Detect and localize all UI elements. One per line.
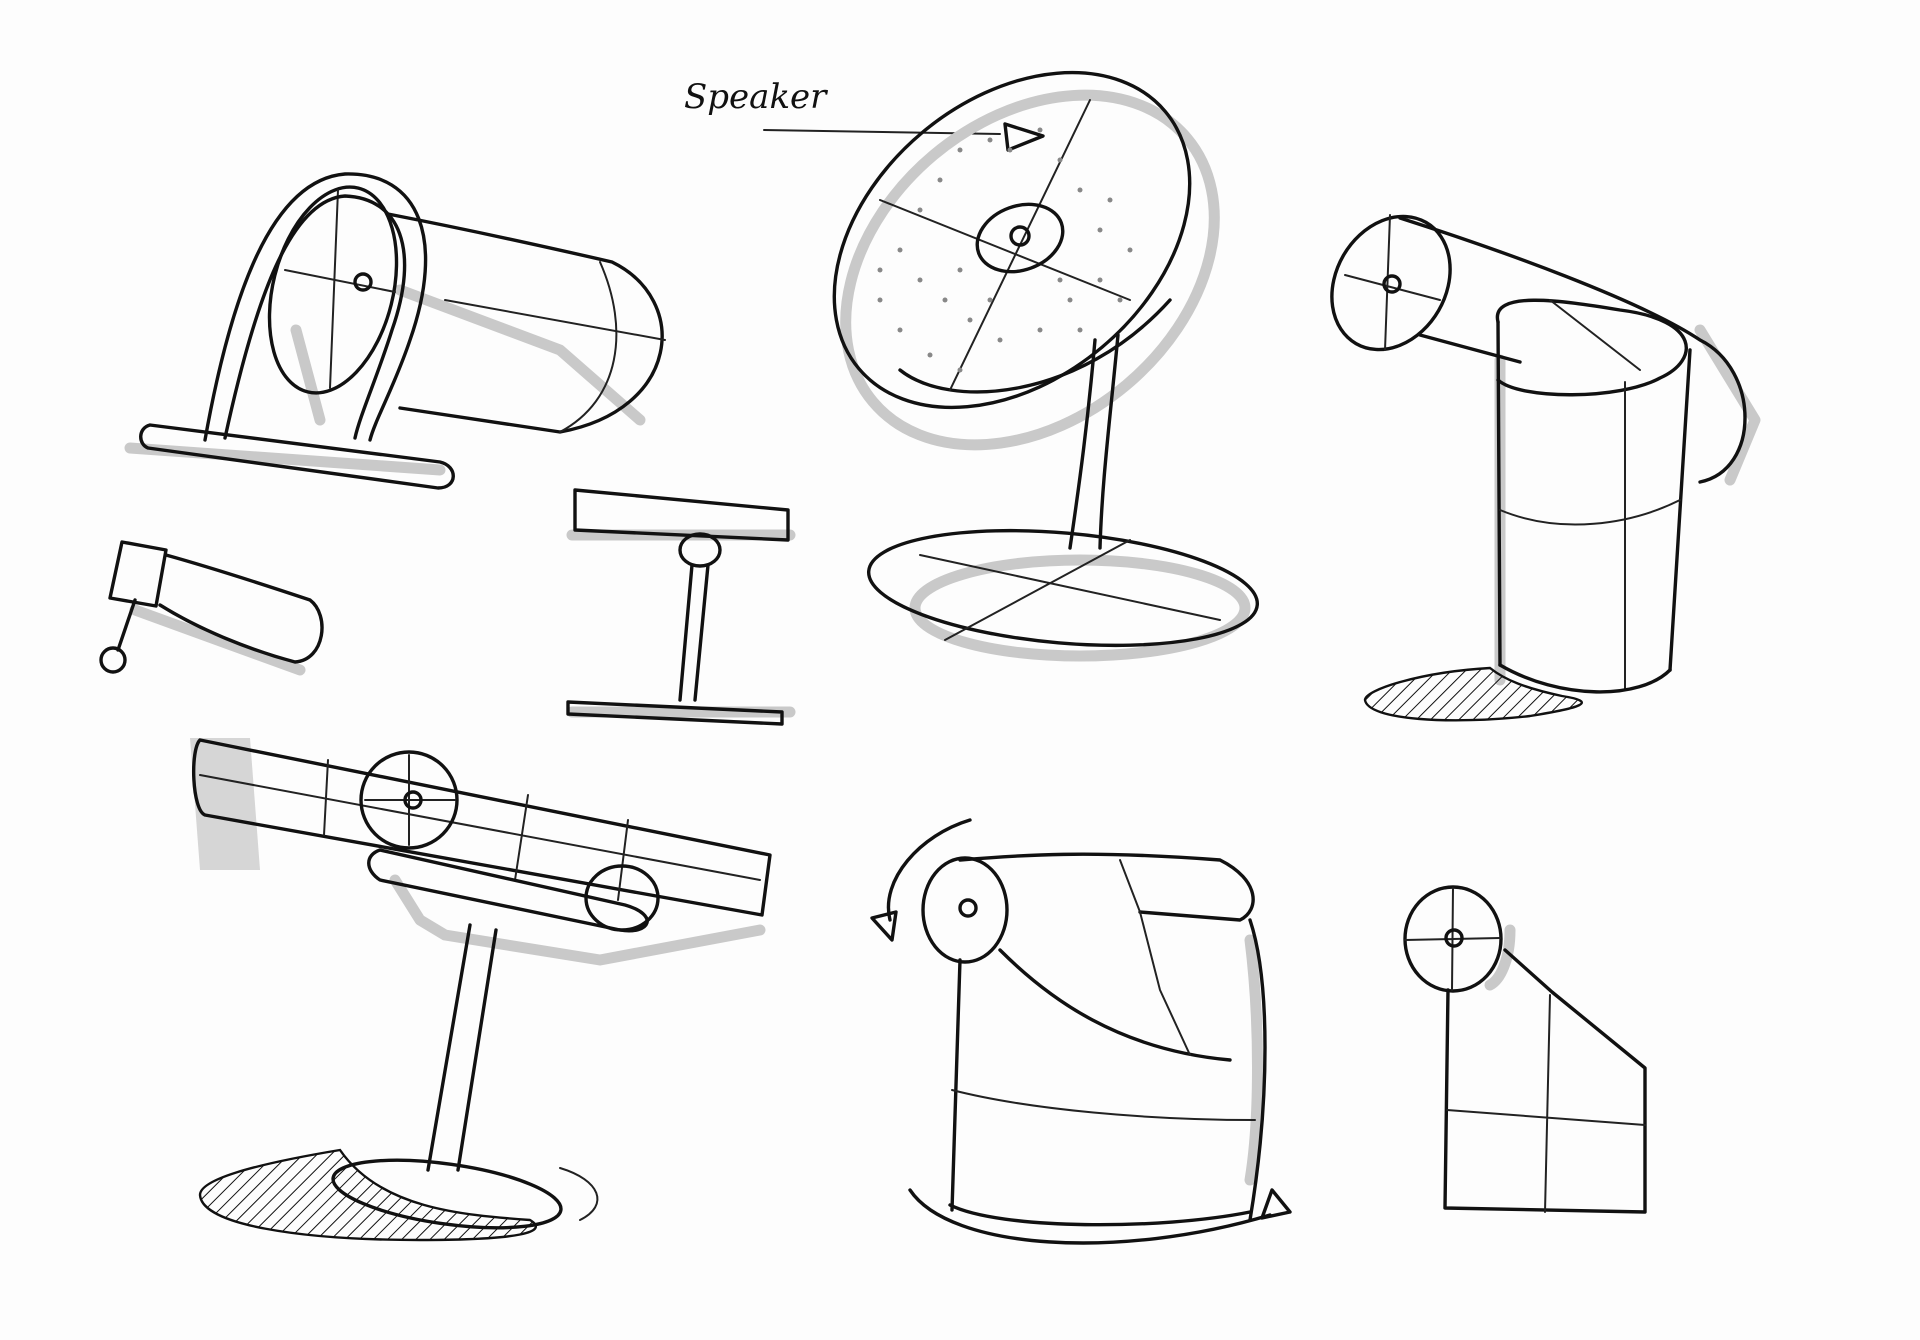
column-shadow xyxy=(1363,666,1583,722)
handle-body xyxy=(158,553,324,664)
pedestal-column xyxy=(426,923,498,1172)
column-bottom xyxy=(1498,663,1672,694)
handle-knob xyxy=(99,646,127,674)
speaker-dish-rim xyxy=(832,70,1192,410)
pedestal-shadow xyxy=(198,1148,537,1242)
cylinder-lower-edge xyxy=(1418,333,1522,364)
pedestal-stem xyxy=(678,563,710,702)
t-bar-base xyxy=(139,423,455,490)
wedge-disc-crosshair xyxy=(1404,887,1501,991)
dish-center-hub xyxy=(975,202,1065,274)
disc-crosshair xyxy=(284,189,396,389)
annotation-arrowhead xyxy=(1003,122,1045,152)
pedestal-base-motion xyxy=(559,1167,599,1221)
column-sides xyxy=(1496,320,1692,672)
pedestal-base xyxy=(331,1158,563,1230)
pedestal-top-plate xyxy=(573,488,790,542)
cylinder-end-knob xyxy=(1382,274,1402,294)
sketch-horizontal-cylinder-on-vertical-column xyxy=(1330,214,1761,722)
pedestal-joint xyxy=(678,532,722,568)
sketch-t-shaped-pedestal-part xyxy=(566,488,796,726)
block-sides xyxy=(950,918,1267,1222)
block-facet-line xyxy=(1119,859,1191,1056)
block-speaker-disc xyxy=(921,856,1009,964)
cylinder-end-disc xyxy=(1330,214,1452,352)
sketch-barrel-speaker-on-pedestal xyxy=(190,738,772,1242)
barrel-disc-knob xyxy=(403,790,423,810)
sketch-rotating-block-speaker xyxy=(870,818,1292,1245)
dish-hub-knob xyxy=(1009,225,1031,247)
block-waist xyxy=(951,1089,1256,1121)
cylinder-end-crosshair xyxy=(1344,214,1441,351)
block-disc-knob xyxy=(958,898,978,918)
barrel-disc-crosshair xyxy=(364,754,456,846)
speaker-dish-depth xyxy=(898,298,1172,394)
cylinder-body xyxy=(386,212,664,434)
rotation-arrow-top xyxy=(870,910,898,942)
cylinder-centerline xyxy=(444,299,666,341)
barrel-body xyxy=(191,738,772,917)
lower-barrel xyxy=(367,848,649,933)
cylinder-outline xyxy=(1398,216,1747,484)
round-base xyxy=(866,528,1260,648)
column-top xyxy=(1495,298,1688,397)
lower-barrel-knob xyxy=(584,864,660,932)
block-bottom xyxy=(948,1203,1252,1227)
sketch-tilted-cylinder-on-t-bar-stand xyxy=(124,172,666,490)
u-frame-inner xyxy=(223,194,407,440)
speaker-dish-crosshair xyxy=(879,99,1131,391)
handle-stem xyxy=(116,598,137,652)
wedge-body xyxy=(1443,948,1647,1214)
handle-cap xyxy=(108,540,168,608)
barrel-seams xyxy=(199,759,761,901)
round-base-crosshair xyxy=(919,539,1221,641)
sketch-wedge-speaker xyxy=(1403,885,1647,1214)
sketch-small-handle-part xyxy=(99,540,324,676)
rotation-arc-top xyxy=(886,818,972,922)
dish-stand-front xyxy=(1068,338,1097,550)
wedge-seams xyxy=(1446,994,1646,1213)
block-top xyxy=(958,852,1255,922)
speaker-label: Speaker xyxy=(684,77,828,117)
rotation-arrow-bottom xyxy=(1260,1188,1292,1220)
disc-center-knob xyxy=(353,272,373,292)
rotation-arc-bottom xyxy=(908,1188,1272,1245)
u-frame-outer xyxy=(203,172,428,442)
cylinder-seam xyxy=(559,261,618,433)
pedestal-foot-plate xyxy=(566,700,784,726)
block-diagonal-cut xyxy=(998,948,1232,1062)
wedge-disc-knob xyxy=(1444,928,1464,948)
dish-stand-back xyxy=(1098,333,1120,550)
speaker-grille-dots xyxy=(877,127,1133,373)
front-speaker-disc xyxy=(267,185,399,395)
barrel-front-disc xyxy=(359,750,459,850)
speaker-annotation: Speaker xyxy=(684,77,1045,152)
column-seam xyxy=(1499,381,1681,691)
column-top-line xyxy=(1549,299,1641,371)
sketch-dish-speaker-on-round-base xyxy=(832,70,1260,662)
